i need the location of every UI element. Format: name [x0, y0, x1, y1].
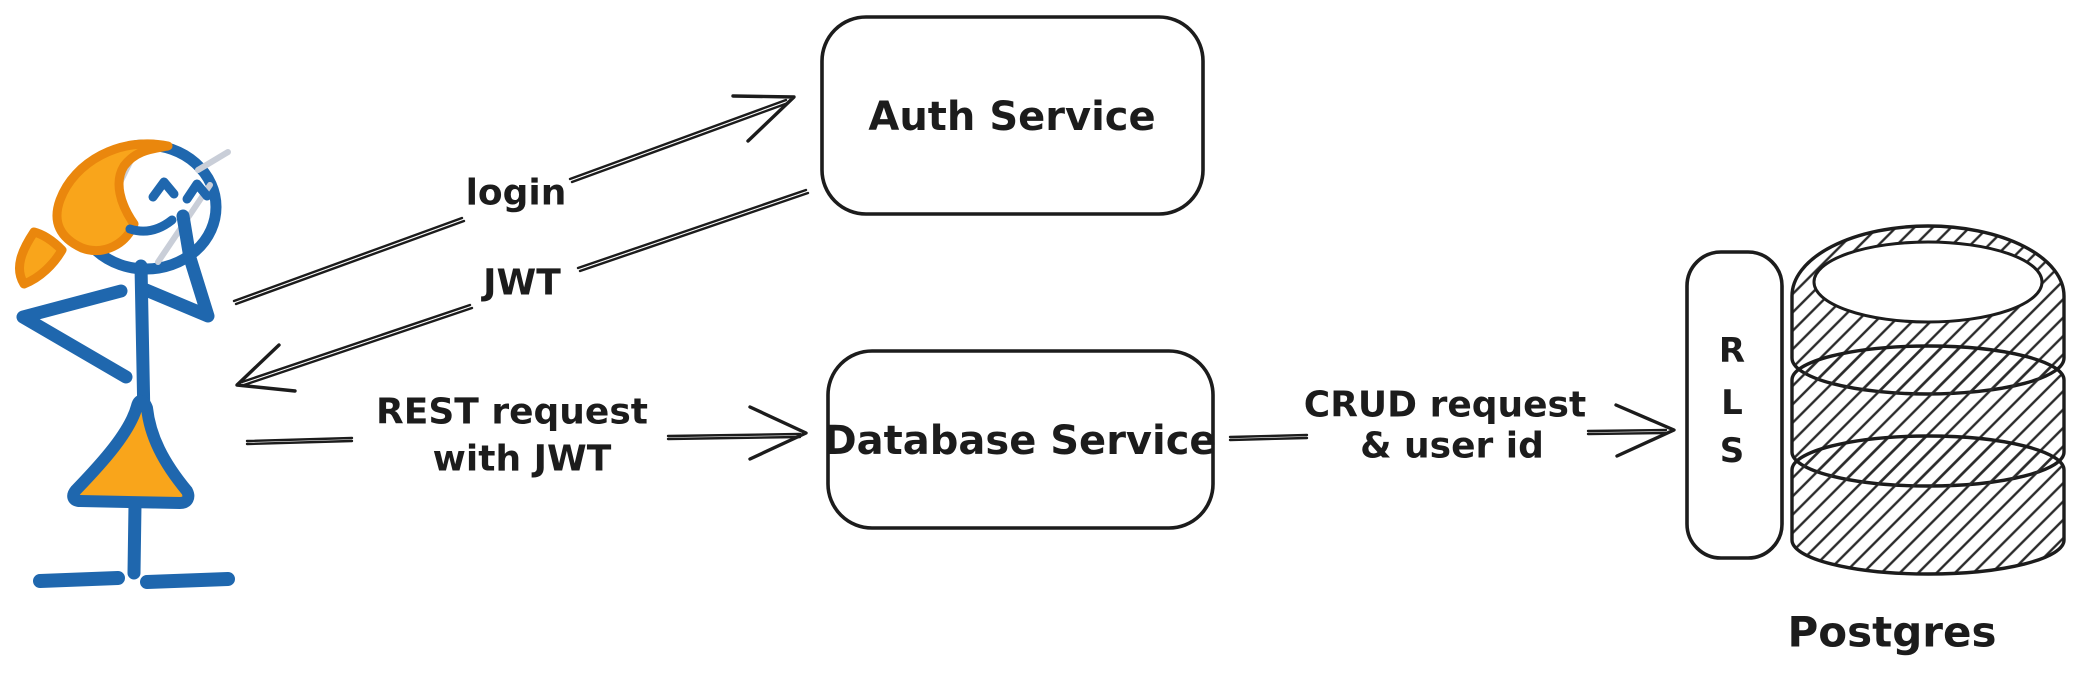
user-smile-icon — [125, 215, 177, 236]
crud-arrow-label-line1: CRUD request — [1304, 385, 1586, 426]
database-service-box — [826, 349, 1215, 530]
postgres-label: Postgres — [1788, 608, 1997, 657]
user-right-foot — [140, 572, 235, 589]
user-right-eye-icon — [182, 179, 212, 204]
crud-arrowhead-icon — [1614, 403, 1676, 458]
crud-arrow: CRUD request & user id — [1228, 385, 1676, 467]
rls-box — [1685, 250, 1784, 560]
rest-arrow-label-line2: with JWT — [433, 439, 612, 480]
user-right-arm — [139, 209, 215, 323]
rls-letter-l: L — [1721, 383, 1743, 423]
auth-service-label: Auth Service — [868, 94, 1155, 140]
database-service-label: Database Service — [823, 418, 1216, 464]
rest-arrow: REST request with JWT — [245, 392, 808, 480]
node-rls: R L S — [1685, 250, 1784, 560]
login-arrow-label: login — [466, 173, 567, 214]
jwt-arrow-label: JWT — [480, 263, 561, 304]
node-auth-service: Auth Service — [820, 15, 1205, 216]
jwt-arrowhead-icon — [235, 343, 297, 393]
auth-service-box — [820, 15, 1205, 216]
user-hair-icon — [52, 139, 173, 255]
node-database-service: Database Service — [823, 349, 1217, 530]
login-arrowhead-icon — [731, 94, 796, 143]
crud-arrow-label-line2: & user id — [1360, 426, 1544, 467]
user-left-arm — [16, 284, 133, 384]
rest-arrow-label-line1: REST request — [376, 392, 648, 433]
login-arrow: login — [232, 94, 796, 306]
node-postgres: Postgres — [1788, 224, 2066, 657]
user-torso — [134, 259, 151, 427]
rls-letter-r: R — [1719, 331, 1745, 371]
user-dress — [67, 395, 195, 509]
user-hair-tuft-icon — [15, 227, 67, 289]
user-left-eye-icon — [148, 177, 179, 202]
user-leg — [127, 498, 142, 580]
user-actor — [15, 139, 235, 589]
jwt-arrow: JWT — [235, 188, 810, 393]
postgres-cylinder-bottom-band — [1790, 434, 2066, 576]
postgres-cylinder-opening — [1812, 240, 2044, 324]
user-left-foot — [33, 571, 125, 588]
rest-arrowhead-icon — [748, 405, 808, 461]
rls-letter-s: S — [1720, 431, 1745, 471]
